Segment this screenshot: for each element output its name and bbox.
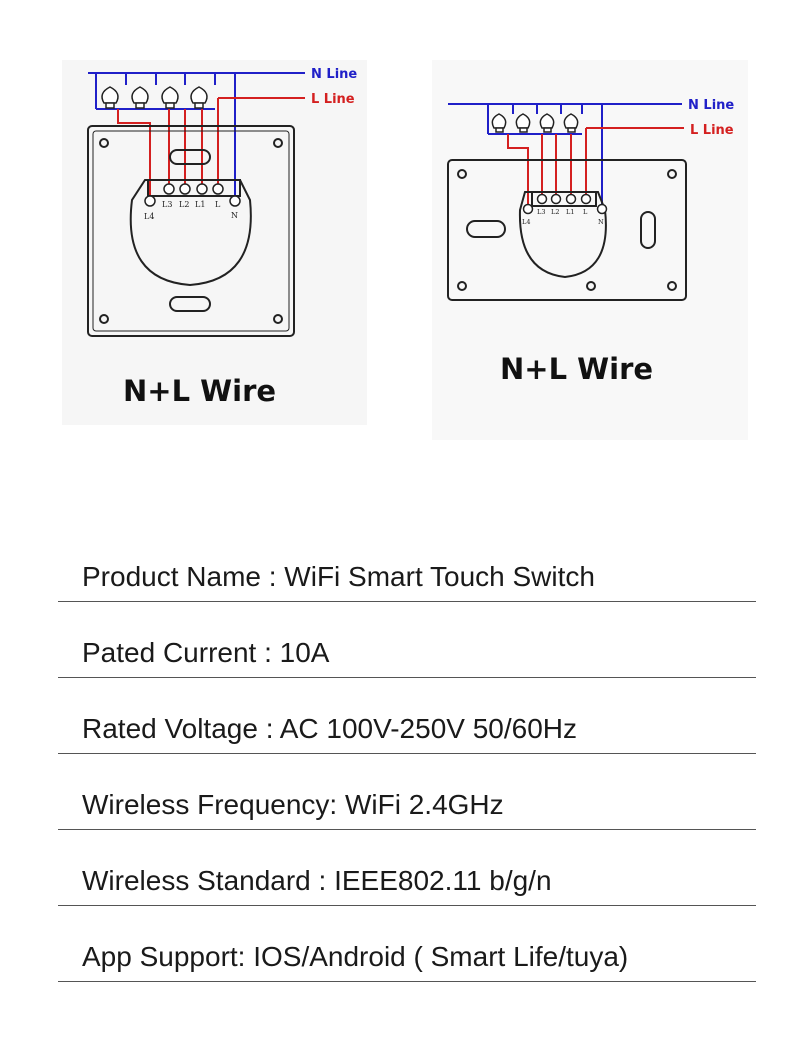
right-terminals [522, 193, 608, 215]
right-terminal-label: L1 [566, 208, 574, 216]
left-n-line [88, 72, 305, 200]
left-terminal-label: N [231, 211, 238, 220]
right-diagram-background [432, 60, 748, 440]
left-n-line-label: N Line [311, 67, 357, 82]
left-terminal-label: L4 [144, 212, 154, 221]
right-switch-plate [447, 159, 687, 301]
right-terminal-label: L4 [522, 218, 530, 226]
right-l-line-label: L Line [690, 123, 734, 138]
right-terminal-label: L3 [537, 208, 545, 216]
left-l-line-label: L Line [311, 92, 355, 107]
spec-text: Wireless Standard : IEEE802.11 b/g/n [82, 865, 552, 896]
right-terminal-label: N [598, 218, 604, 226]
spec-text: Pated Current : 10A [82, 637, 330, 668]
left-l-line [117, 97, 305, 198]
right-n-line-label: N Line [688, 98, 734, 113]
left-bulbs [101, 86, 208, 109]
spec-row-rated-current: Pated Current : 10A [58, 637, 756, 678]
left-terminal-label: L3 [162, 200, 172, 209]
spec-row-wireless-frequency: Wireless Frequency: WiFi 2.4GHz [58, 789, 756, 830]
left-wiring-diagram: L4 L3 L2 L1 L N N Line L Line [87, 67, 357, 337]
spec-row-product-name: Product Name : WiFi Smart Touch Switch [58, 561, 756, 602]
right-diagram-title: N+L Wire [500, 352, 654, 386]
spec-row-wireless-standard: Wireless Standard : IEEE802.11 b/g/n [58, 865, 756, 906]
left-diagram-title: N+L Wire [123, 374, 277, 408]
left-terminal-label: L [215, 200, 221, 209]
left-diagram-background [62, 60, 367, 425]
spec-row-app-support: App Support: IOS/Android ( Smart Life/tu… [58, 941, 756, 982]
left-terminals [144, 183, 241, 207]
right-l-line [507, 127, 684, 206]
spec-text: Rated Voltage : AC 100V-250V 50/60Hz [82, 713, 578, 744]
right-terminal-label: L [583, 208, 588, 216]
left-switch-plate [87, 125, 295, 337]
right-wiring-diagram: L4 L3 L2 L1 L N N Line L Line [447, 98, 734, 301]
spec-text: Product Name : WiFi Smart Touch Switch [82, 561, 595, 592]
spec-text: App Support: IOS/Android ( Smart Life/tu… [82, 941, 629, 972]
spec-text: Wireless Frequency: WiFi 2.4GHz [82, 789, 504, 820]
right-n-line [448, 103, 682, 208]
right-terminal-label: L2 [551, 208, 559, 216]
left-terminal-label: L1 [195, 200, 205, 209]
right-bulbs [491, 113, 579, 133]
left-terminal-label: L2 [179, 200, 189, 209]
spec-row-rated-voltage: Rated Voltage : AC 100V-250V 50/60Hz [58, 713, 756, 754]
